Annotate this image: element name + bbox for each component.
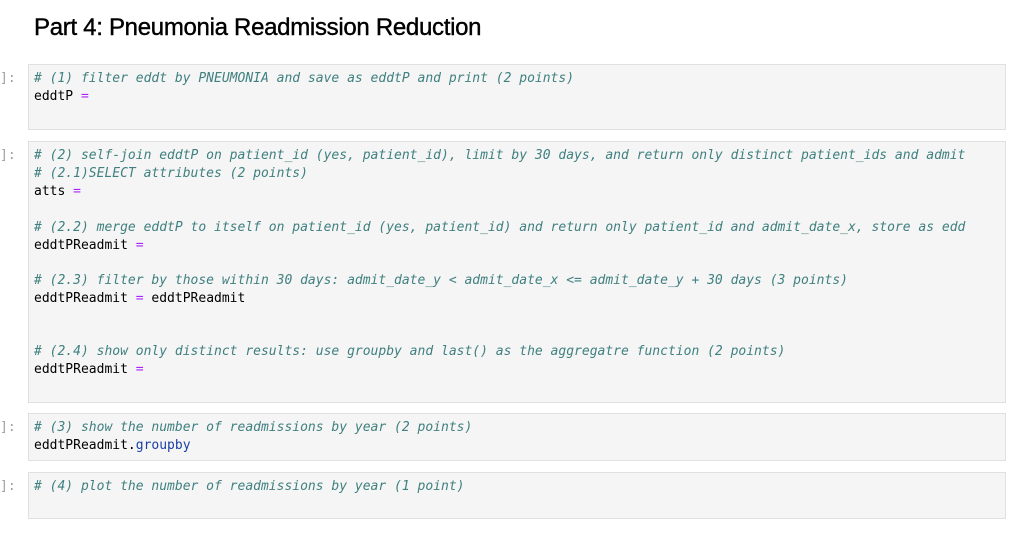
code-input-3[interactable]: # (3) show the number of readmissions by…	[28, 413, 1006, 461]
cell-prompt: ]:	[0, 71, 16, 86]
code-line: eddtPReadmit =	[34, 238, 144, 253]
code-input-1[interactable]: # (1) filter eddt by PNEUMONIA and save …	[28, 64, 1006, 130]
code-line: eddtPReadmit = eddtPReadmit	[34, 291, 246, 306]
code-input-2[interactable]: # (2) self-join eddtP on patient_id (yes…	[28, 141, 1006, 403]
code-line: eddtPReadmit =	[34, 362, 144, 377]
section-heading: Part 4: Pneumonia Readmission Reduction	[34, 14, 482, 41]
code-comment: # (2.2) merge eddtP to itself on patient…	[34, 220, 966, 235]
code-line: eddtP =	[34, 89, 89, 104]
cell-prompt: ]:	[0, 420, 16, 435]
code-input-4[interactable]: # (4) plot the number of readmissions by…	[28, 472, 1006, 519]
code-line: eddtPReadmit.groupby	[34, 438, 191, 453]
code-comment: # (2.3) filter by those within 30 days: …	[34, 273, 848, 288]
code-comment: # (3) show the number of readmissions by…	[34, 420, 473, 435]
code-comment: # (1) filter eddt by PNEUMONIA and save …	[34, 71, 575, 86]
code-comment: # (2) self-join eddtP on patient_id (yes…	[34, 148, 966, 163]
cell-prompt: ]:	[0, 148, 16, 163]
code-line: atts =	[34, 184, 81, 199]
cell-prompt: ]:	[0, 479, 16, 494]
code-comment: # (2.4) show only distinct results: use …	[34, 344, 786, 359]
code-comment: # (4) plot the number of readmissions by…	[34, 479, 465, 494]
code-comment: # (2.1)SELECT attributes (2 points)	[34, 166, 308, 181]
